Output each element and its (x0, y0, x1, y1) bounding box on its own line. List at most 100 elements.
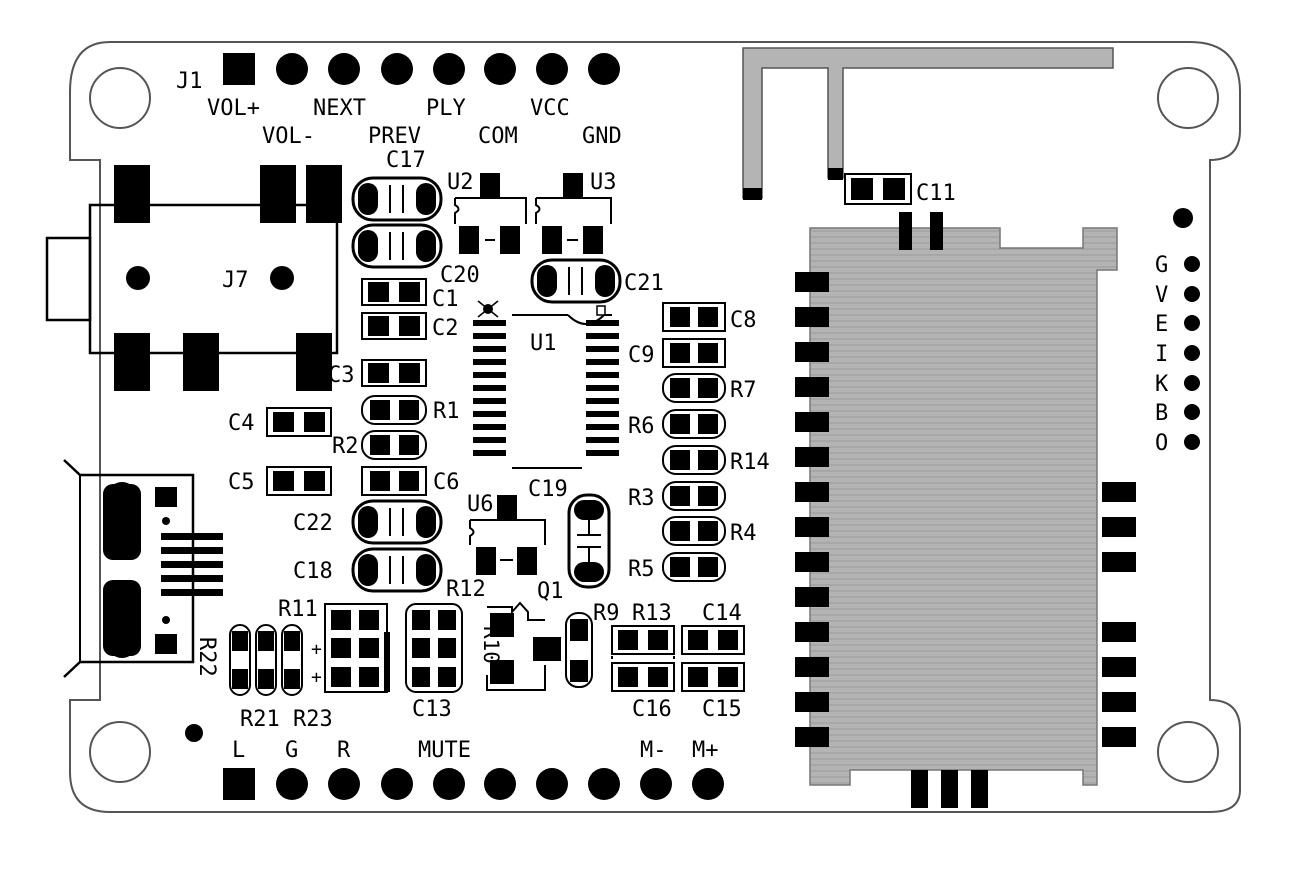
cap-c6 (361, 466, 427, 496)
cap-c14 (681, 625, 745, 655)
cap-c21 (530, 258, 622, 304)
svg-text:+: + (311, 639, 322, 660)
side-label-k: K (1155, 372, 1169, 397)
c18-label: C18 (293, 559, 333, 584)
pin-label-com: COM (478, 124, 518, 149)
c11-label: C11 (916, 181, 956, 206)
r12-label: R12 (446, 577, 486, 602)
pin-label-l: L (232, 738, 245, 763)
r14-label: R14 (730, 450, 770, 475)
u3-regulator (535, 173, 612, 254)
j1-label: J1 (176, 69, 203, 94)
res-r1 (361, 395, 427, 425)
pin-label-mute: MUTE (418, 738, 471, 763)
mounting-holes (89, 67, 1219, 783)
res-array-r21-r23 (229, 624, 303, 696)
usb-connector (63, 459, 223, 678)
cap-c8 (662, 302, 726, 332)
c14-label: C14 (702, 601, 742, 626)
r4-label: R4 (730, 521, 757, 546)
u1-label: U1 (530, 331, 557, 356)
r11-label: R11 (278, 597, 318, 622)
pin-label-r: R (337, 738, 351, 763)
cap-c17 (351, 176, 443, 222)
c15-label: C15 (702, 697, 742, 722)
cap-c2 (361, 312, 427, 340)
c22-label: C22 (293, 511, 333, 536)
pin-label-gnd: GND (582, 124, 622, 149)
res-r7 (662, 373, 726, 403)
cap-c3 (361, 359, 427, 387)
u2-label: U2 (447, 170, 474, 195)
pin-label-g: G (285, 738, 298, 763)
side-label-b: B (1155, 401, 1168, 426)
r3-label: R3 (628, 486, 655, 511)
j7-label: J7 (222, 268, 249, 293)
side-label-g: G (1155, 253, 1168, 278)
side-label-v: V (1155, 283, 1168, 308)
cap-c4 (266, 407, 332, 437)
c17-label: C17 (386, 148, 426, 173)
c13-label: C13 (412, 697, 452, 722)
c4-label: C4 (228, 411, 255, 436)
c5-label: C5 (228, 470, 255, 495)
u2-regulator (454, 173, 527, 254)
res-array-r11: + + (311, 603, 390, 693)
r13-label: R13 (632, 601, 672, 626)
c1-label: C1 (432, 287, 459, 312)
pin-label-vol-plus: VOL+ (207, 96, 260, 121)
u3-label: U3 (590, 170, 617, 195)
cap-c5 (266, 466, 332, 496)
r6-label: R6 (628, 414, 655, 439)
r10-label: R10 (479, 626, 503, 664)
q1-label: Q1 (537, 579, 564, 604)
r21-label: R21 (240, 707, 280, 732)
cap-c19 (567, 493, 611, 589)
side-pins (1173, 208, 1200, 450)
pin-label-m-minus: M- (640, 738, 667, 763)
pin-label-prev: PREV (368, 124, 421, 149)
res-r3 (662, 481, 726, 511)
c2-label: C2 (432, 316, 459, 341)
res-r6 (662, 409, 726, 439)
cap-c18 (351, 547, 443, 593)
r1-label: R1 (433, 399, 460, 424)
res-r5 (662, 552, 726, 582)
cap-c9 (662, 338, 726, 368)
module-body (795, 212, 1136, 808)
svg-text:+: + (311, 667, 322, 688)
side-label-i: I (1155, 342, 1168, 367)
j7-audio-jack (45, 165, 342, 391)
pin1-marker (185, 724, 203, 742)
cap-c11 (844, 173, 912, 205)
res-r2 (361, 430, 427, 460)
c21-label: C21 (624, 271, 664, 296)
res-r14 (662, 445, 726, 475)
pin-label-vcc: VCC (530, 96, 570, 121)
r22-label: R22 (194, 637, 219, 677)
r23-label: R23 (293, 707, 333, 732)
r9-label: R9 (593, 601, 620, 626)
bottom-header-pins (223, 768, 724, 800)
j1-header-pins (223, 53, 620, 85)
res-r13 (611, 625, 675, 655)
cap-c20 (351, 223, 443, 269)
cap-c16 (611, 656, 675, 692)
res-r4 (662, 516, 726, 546)
u6-label: U6 (467, 492, 494, 517)
res-array-r12-c13 (405, 603, 463, 693)
side-label-e: E (1155, 312, 1168, 337)
pin-label-next: NEXT (313, 96, 366, 121)
c16-label: C16 (632, 697, 672, 722)
q1-transistor (486, 601, 561, 691)
u1-ic (473, 300, 619, 469)
c3-label: C3 (328, 363, 355, 388)
c6-label: C6 (433, 470, 460, 495)
pin-label-ply: PLY (426, 96, 466, 121)
u6-component (469, 495, 546, 575)
cap-c22 (351, 499, 443, 545)
r7-label: R7 (730, 378, 757, 403)
side-label-o: O (1155, 431, 1168, 456)
